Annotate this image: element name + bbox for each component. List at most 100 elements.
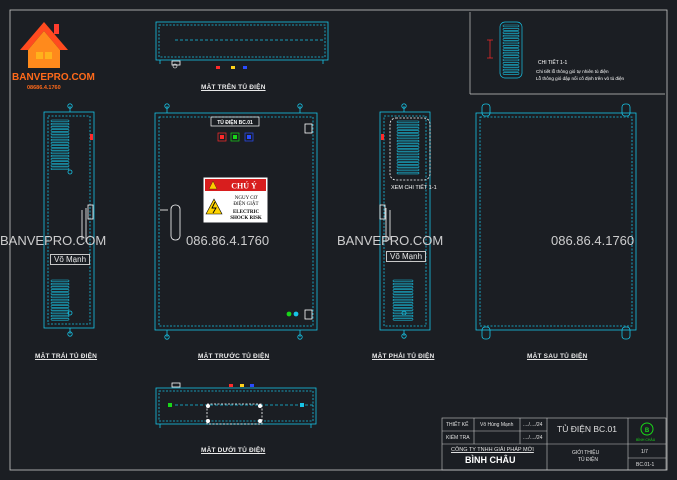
vent-slot [50,161,70,164]
detail-vents [502,24,520,75]
warning-line-4: SHOCK RISK [230,216,262,221]
vent-slot [392,298,414,302]
vent-slot [396,133,420,136]
tb-designer-label: THIẾT KẾ [446,422,469,428]
vent-slot [50,305,70,308]
tb-code: BC.01-1 [636,462,655,468]
tb-designer-name: Võ Hùng Mạnh [480,422,514,428]
front-view-bottom-indicators [286,311,299,317]
detail-reference: XEM CHI TIẾT 1-1 [391,185,437,191]
vent-slot [50,298,70,302]
vent-slot [396,127,420,130]
vent-slot [392,305,414,308]
watermark-phone-1: 086.86.4.1760 [186,233,270,248]
watermark-left: BANVEPRO.COM [0,233,107,248]
vent-slot [502,48,520,51]
site-logo-name: BANVEPRO.COM [12,72,95,83]
vent-slot [50,135,70,139]
tb-checker-label: KIỂM TRA [446,435,470,441]
top-view-cable-glands [172,63,247,69]
tb-content-1: GIỚI THIỆU [572,450,600,456]
right-side-tag: Võ Mạnh [386,251,427,262]
bottom-view [155,382,317,428]
label-front-view: MẶT TRƯỚC TỦ ĐIỆN [198,353,270,360]
vent-slot [50,295,70,299]
brand-logo: B [640,422,654,436]
vent-slot [396,130,420,133]
vent-slot [50,164,70,167]
vent-slot [50,154,70,158]
back-view [475,103,637,340]
vent-slot [392,289,414,292]
right-side-view [379,103,431,339]
vent-slot [50,145,70,148]
warning-line-1: NGUY CƠ [235,196,258,201]
right-side-vents-bottom [392,279,414,321]
watermark-center: BANVEPRO.COM [337,233,444,248]
vent-slot [50,138,70,142]
vent-slot [396,159,420,162]
watermark-phone-2: 086.86.4.1760 [551,233,635,248]
vent-slot [502,72,520,75]
vent-slot [392,282,414,286]
vent-slot [392,286,414,289]
detail-title: CHI TIẾT 1-1 [538,60,568,66]
vent-slot [502,62,520,65]
vent-slot [50,286,70,289]
vent-slot [50,142,70,145]
front-view-pilot-lamps [217,132,254,142]
vent-slot [502,24,520,28]
drawing-frame [9,9,668,471]
vent-slot [502,58,520,62]
vent-slot [396,143,420,146]
left-side-view [43,103,95,337]
vent-slot [392,279,414,283]
vent-slot [502,38,520,41]
vent-slot [502,68,520,72]
vent-slot [396,162,420,165]
vent-slot [50,308,70,311]
vent-slot [502,28,520,31]
right-side-indicator [381,134,384,140]
vent-slot [50,132,70,135]
vent-slot [50,318,70,321]
vent-slot [50,126,70,129]
tb-brand: BÌNH CHÂU [636,438,656,442]
left-side-tag: Võ Mạnh [50,254,91,265]
site-logo-icon [20,22,68,68]
vent-slot [50,302,70,305]
vent-slot [392,314,414,318]
detail-line-2: Lỗ thông gió dập nổi cố định trên vỏ tủ … [536,76,625,81]
tb-designer-date: ..../..../24 [523,422,543,428]
warning-line-2: ĐIỆN GIẬT [233,201,258,207]
vent-slot [502,45,520,48]
top-view [155,21,329,66]
detail-box [469,12,665,95]
vent-slot [50,158,70,161]
label-bottom-view: MẶT DƯỚI TỦ ĐIỆN [201,447,266,454]
vent-slot [50,151,70,155]
tb-company-name: BÌNH CHÂU [465,455,516,465]
label-right-view: MẶT PHẢI TỦ ĐIỆN [372,353,435,360]
vent-slot [396,168,420,172]
vent-slot [50,129,70,132]
vent-slot [396,155,420,159]
vent-slot [396,123,420,127]
vent-slot [502,34,520,38]
bottom-view-glands [168,384,304,423]
vent-slot [502,65,520,68]
vent-slot [50,289,70,292]
vent-slot [396,149,420,152]
vent-slot [502,41,520,45]
vent-slot [392,295,414,299]
tb-sheet: 1/7 [641,449,648,455]
label-back-view: MẶT SAU TỦ ĐIỆN [527,353,588,360]
tb-content-2: TỦ ĐIỆN [578,457,598,463]
detail-line-1: Chi tiết lỗ thông gió tự nhiên tủ điện [536,69,609,74]
vent-slot [50,167,70,171]
warning-title: CHÚ Ý [231,181,257,191]
tb-checker-date: ..../..../24 [523,435,543,441]
left-side-indicator [90,134,93,140]
tb-company: CÔNG TY TNHH GIẢI PHÁP MỚI [451,447,534,453]
